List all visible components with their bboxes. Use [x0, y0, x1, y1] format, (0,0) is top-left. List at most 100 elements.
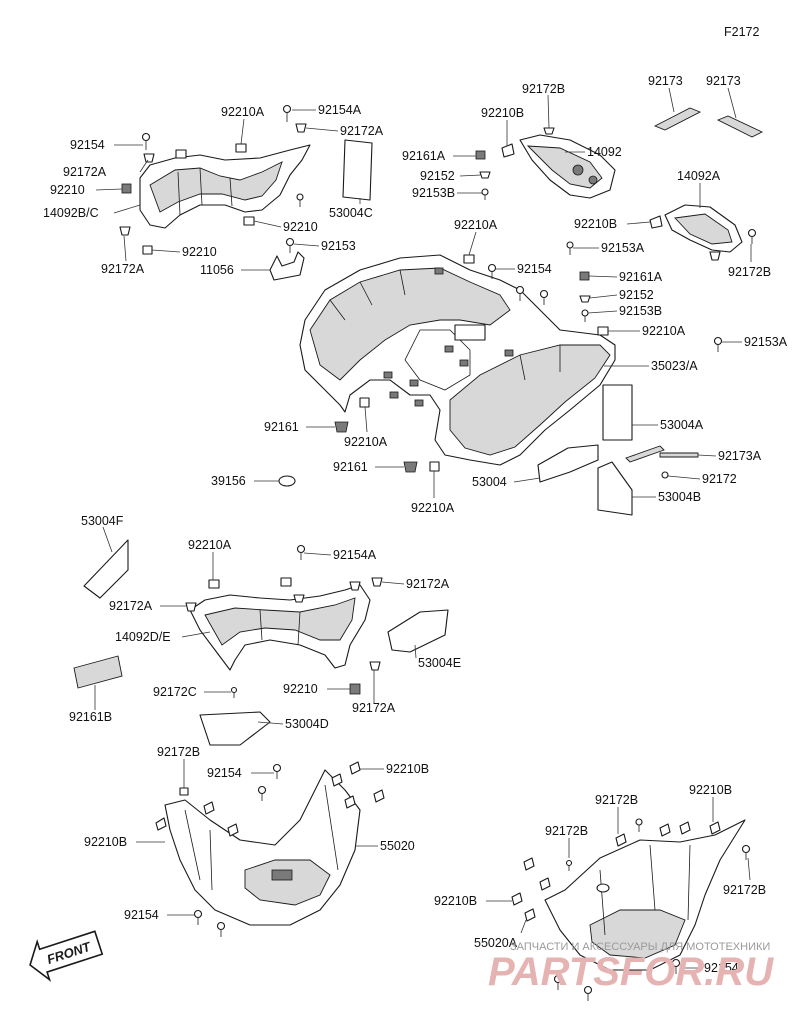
label-92161a: 92161A: [619, 270, 663, 284]
part-92173a-strip-2: [659, 452, 699, 458]
label-92210: 92210: [283, 682, 318, 696]
part-11056-bracket: [269, 251, 305, 281]
label-92210a: 92210A: [188, 538, 232, 552]
watermark-line2: PARTSFOR.RU: [488, 950, 774, 994]
label-53004b: 53004B: [658, 490, 701, 504]
label-92173: 92173: [648, 74, 683, 88]
fasteners-top-left: [119, 104, 307, 255]
label-14092: 14092: [587, 145, 622, 159]
label-14092a: 14092A: [677, 169, 721, 183]
label-92154: 92154: [70, 138, 105, 152]
part-92161b-strip: [73, 655, 123, 689]
label-55020: 55020: [380, 839, 415, 853]
label-92210a: 92210A: [344, 435, 388, 449]
part-53004e-sheet: [387, 609, 449, 653]
label-92172b: 92172B: [723, 883, 766, 897]
leader-lines: [94, 87, 752, 969]
label-92210b: 92210B: [689, 783, 732, 797]
label-92161a: 92161A: [402, 149, 446, 163]
label-92161: 92161: [333, 460, 368, 474]
fasteners-55020: [155, 761, 385, 937]
watermark-line1: ЗАПЧАСТИ И АКСЕССУАРЫ ДЛЯ МОТОТЕХНИКИ: [510, 941, 770, 953]
fasteners-55020a: [511, 818, 751, 1001]
label-92172a: 92172A: [352, 701, 396, 715]
label-53004f: 53004F: [81, 514, 124, 528]
label-92210a: 92210A: [411, 501, 455, 515]
label-92172b: 92172B: [595, 793, 638, 807]
label-11056: 11056: [200, 263, 234, 277]
watermark: ЗАПЧАСТИ И АКСЕССУАРЫ ДЛЯ МОТОТЕХНИКИ PA…: [488, 941, 774, 994]
label-92210b: 92210B: [84, 835, 127, 849]
label-92153: 92153: [321, 239, 356, 253]
front-direction-arrow: FRONT: [29, 930, 104, 982]
label-53004: 53004: [472, 475, 507, 489]
label-92210: 92210: [283, 220, 318, 234]
label-92172b: 92172B: [157, 745, 200, 759]
label-92210b: 92210B: [481, 106, 524, 120]
label-92210a: 92210A: [454, 218, 498, 232]
label-92153b: 92153B: [619, 304, 662, 318]
part-labels: 92210A 92154A 92154 92172A 92172A 92210 …: [43, 74, 788, 975]
label-92210a: 92210A: [642, 324, 686, 338]
label-92154a: 92154A: [333, 548, 377, 562]
label-53004c: 53004C: [329, 206, 373, 220]
label-92172a: 92172A: [63, 165, 107, 179]
part-14092bc-fender-panel: [139, 144, 311, 229]
label-92154: 92154: [517, 262, 552, 276]
label-14092de: 14092D/E: [115, 630, 171, 644]
part-53004-sheet: [537, 444, 599, 483]
part-53004a-sheet: [602, 384, 633, 441]
label-92154a: 92154A: [318, 103, 362, 117]
fasteners-rear-fender: [278, 254, 723, 487]
part-92173a-strip: [625, 445, 665, 463]
part-53004b-sheet: [597, 461, 633, 516]
part-53004d-sheet: [199, 711, 271, 746]
part-53004f-sheet: [83, 539, 129, 599]
label-53004d: 53004D: [285, 717, 329, 731]
part-55020a-right-footwell: [544, 819, 746, 971]
label-92173: 92173: [706, 74, 741, 88]
figure-code: F2172: [724, 25, 759, 39]
label-39156: 39156: [211, 474, 246, 488]
label-92210b: 92210B: [434, 894, 477, 908]
label-92172b: 92172B: [728, 265, 771, 279]
part-14092a-right-cover: [566, 204, 757, 261]
label-92154: 92154: [207, 766, 242, 780]
label-92153a: 92153A: [744, 335, 788, 349]
part-92173-pad-right: [716, 115, 764, 138]
label-92172: 92172: [702, 472, 737, 486]
label-92154: 92154: [124, 908, 159, 922]
label-92152: 92152: [619, 288, 654, 302]
label-92152: 92152: [420, 169, 455, 183]
label-92172c: 92172C: [153, 685, 197, 699]
label-92161b: 92161B: [69, 710, 112, 724]
label-14092bc: 14092B/C: [43, 206, 99, 220]
label-92172b: 92172B: [545, 824, 588, 838]
part-92172-screw: [661, 471, 669, 479]
label-53004a: 53004A: [660, 418, 704, 432]
label-55020a: 55020A: [474, 936, 518, 950]
label-92172a: 92172A: [406, 577, 450, 591]
part-35023-rear-fender: [299, 254, 616, 466]
label-92210: 92210: [50, 183, 85, 197]
part-53004c-sheet: [342, 139, 373, 201]
label-92153a: 92153A: [601, 241, 645, 255]
label-92172b: 92172B: [522, 82, 565, 96]
label-92210: 92210: [182, 245, 217, 259]
part-92173-pad-left: [653, 107, 702, 131]
label-92172a: 92172A: [101, 262, 145, 276]
label-35023a: 35023/A: [651, 359, 698, 373]
part-14092-center-cover: [475, 127, 616, 200]
label-92153b: 92153B: [412, 186, 455, 200]
label-92210b: 92210B: [574, 217, 617, 231]
label-92210b: 92210B: [386, 762, 429, 776]
label-92210a: 92210A: [221, 105, 265, 119]
label-92173a: 92173A: [718, 449, 762, 463]
part-55020-left-footwell: [164, 769, 361, 926]
label-92161: 92161: [264, 420, 299, 434]
label-92172a: 92172A: [109, 599, 153, 613]
label-92154: 92154: [704, 961, 739, 975]
label-53004e: 53004E: [418, 656, 461, 670]
part-14092de-middle-panel: [185, 544, 383, 698]
